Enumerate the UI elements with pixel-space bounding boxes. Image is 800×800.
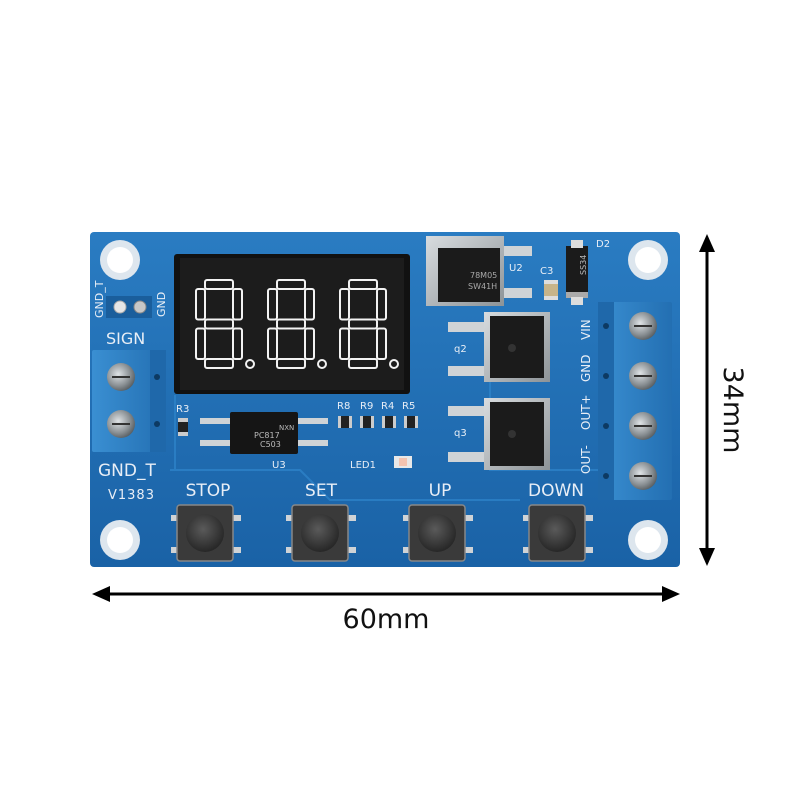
stop-button[interactable]: STOP: [171, 481, 241, 562]
led1-label: LED1: [350, 460, 376, 471]
gnd-label: GND: [155, 292, 168, 317]
opto-marking-2: PC817: [254, 431, 280, 440]
width-label: 60mm: [343, 604, 430, 635]
gnd-right-label: GND: [579, 354, 593, 382]
display-digit: [339, 279, 399, 369]
u2-label: U2: [509, 263, 523, 274]
r8-label: R8: [337, 401, 350, 412]
c3-label: C3: [540, 266, 553, 277]
gnd-t-bottom-label: GND_T: [98, 461, 156, 481]
signal-header: GND_T GND SIGN: [93, 280, 168, 348]
set-button-label: SET: [305, 481, 338, 501]
sign-label: SIGN: [106, 329, 145, 348]
d2-label: D2: [596, 239, 610, 250]
up-button[interactable]: UP: [403, 481, 473, 562]
out-minus-label: OUT-: [579, 445, 593, 474]
mosfet-q3: q3: [448, 398, 550, 470]
led-indicator: LED1: [350, 456, 412, 471]
down-button-label: DOWN: [528, 481, 584, 501]
width-dimension: 60mm: [92, 586, 680, 635]
r4-label: R4: [381, 401, 394, 412]
q3-label: q3: [454, 428, 467, 439]
up-button-label: UP: [429, 481, 452, 501]
height-label: 34mm: [717, 367, 748, 454]
out-plus-label: OUT+: [579, 394, 593, 430]
set-button[interactable]: SET: [286, 481, 356, 562]
input-terminal-block: [92, 350, 166, 452]
regulator-marking-1: 78M05: [470, 271, 497, 280]
gnd-t-top-label: GND_T: [93, 280, 106, 318]
optocoupler-chip: NXN PC817 C503 U3: [200, 412, 328, 471]
height-dimension: 34mm: [699, 234, 748, 566]
down-button[interactable]: DOWN: [523, 481, 593, 562]
version-label: V1383: [108, 488, 155, 503]
mosfet-q2: q2: [448, 312, 550, 382]
seven-segment-display: [174, 254, 410, 394]
output-terminal-block: [598, 302, 672, 500]
r9-label: R9: [360, 401, 373, 412]
diode-d2: SS34 D2: [566, 239, 610, 305]
mounting-holes: [100, 240, 668, 560]
q2-label: q2: [454, 344, 467, 355]
display-digit: [195, 279, 255, 369]
r5-label: R5: [402, 401, 415, 412]
voltage-regulator: 78M05 SW41H U2: [426, 236, 532, 306]
display-digit: [267, 279, 327, 369]
output-labels: VIN GND OUT+ OUT-: [579, 319, 593, 474]
opto-marking-1: NXN: [279, 424, 294, 432]
r3-label: R3: [176, 404, 189, 415]
capacitor-c3: C3: [540, 266, 558, 300]
regulator-marking-2: SW41H: [468, 282, 497, 291]
opto-marking-3: C503: [260, 440, 281, 449]
vin-label: VIN: [579, 319, 593, 340]
smd-resistors: R3 R8 R9 R4 R5: [176, 401, 418, 436]
diode-marking: SS34: [579, 255, 588, 275]
stop-button-label: STOP: [186, 481, 231, 501]
u3-label: U3: [272, 460, 286, 471]
